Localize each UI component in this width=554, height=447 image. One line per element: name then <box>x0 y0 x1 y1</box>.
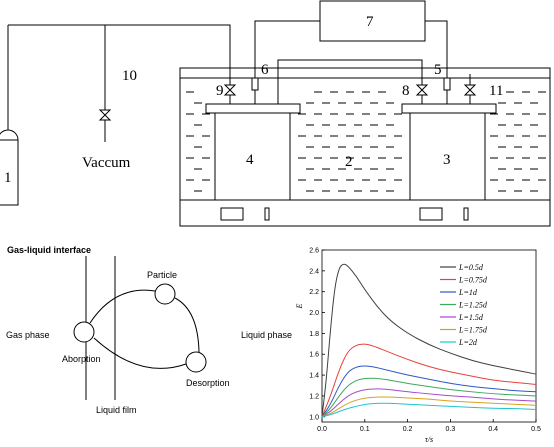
mechanism-diagram <box>73 256 207 400</box>
label-5: 5 <box>434 62 442 78</box>
series-line-1 <box>321 343 537 417</box>
particle-label: Particle <box>147 270 177 280</box>
gas-phase-label: Gas phase <box>6 330 50 340</box>
sensor-5 <box>443 77 451 91</box>
legend-label: L=0.75d <box>458 276 488 285</box>
water-fill <box>186 91 546 192</box>
label-7: 7 <box>366 14 374 30</box>
particle-circle <box>154 283 176 305</box>
label-9: 9 <box>216 83 224 99</box>
label-6: 6 <box>261 62 269 78</box>
valve-11 <box>463 84 477 96</box>
y-tick-label: 2.4 <box>309 268 319 275</box>
legend-label: L=0.5d <box>458 263 484 272</box>
legend-label: L=1.75d <box>458 326 488 335</box>
cell-3-lid <box>401 103 497 114</box>
valve-8 <box>415 84 429 96</box>
y-tick-label: 2.2 <box>309 289 319 296</box>
vacuum-label: Vaccum <box>82 155 131 171</box>
line-6 <box>254 20 320 104</box>
valve-9 <box>223 84 237 96</box>
label-10: 10 <box>122 68 137 84</box>
series-line-6 <box>321 402 537 418</box>
label-2: 2 <box>345 154 353 170</box>
arrow-aborption-particle <box>89 289 156 324</box>
series-line-3 <box>321 377 537 418</box>
label-4: 4 <box>246 152 254 168</box>
y-tick-label: 2.6 <box>309 248 319 255</box>
series-line-4 <box>321 388 537 418</box>
label-8: 8 <box>402 83 410 99</box>
x-tick-label: 0.1 <box>360 426 370 433</box>
x-tick-label: 0.4 <box>488 426 498 433</box>
cell-4 <box>214 112 291 201</box>
line-5 <box>425 20 448 104</box>
x-tick-label: 0.5 <box>531 426 541 433</box>
y-tick-label: 1.4 <box>309 373 319 380</box>
gas-cylinder <box>0 129 19 206</box>
x-tick-label: 0.0 <box>317 426 327 433</box>
chart: 0.0 0.1 0.2 0.3 0.4 0.5 1.0 1.2 1.4 1.6 1.8 2.0 2.2 2… <box>295 248 541 445</box>
label-1: 1 <box>4 170 12 186</box>
desorption-circle <box>185 351 207 373</box>
y-axis-label: E <box>295 303 304 309</box>
aborption-label: Aborption <box>62 354 101 364</box>
x-axis-label: τ/s <box>425 435 433 444</box>
series-line-5 <box>321 396 537 418</box>
label-3: 3 <box>443 152 451 168</box>
series-line-0 <box>321 263 537 417</box>
switch-left <box>264 207 270 221</box>
legend-label: L=1.25d <box>458 301 488 310</box>
y-tick-label: 1.8 <box>309 331 319 338</box>
box-7 <box>319 0 426 42</box>
x-tick-label: 0.2 <box>403 426 413 433</box>
water-bath <box>179 67 551 227</box>
desorption-label: Desorption <box>186 378 230 388</box>
label-11: 11 <box>489 83 503 99</box>
interface-title: Gas-liquid interface <box>7 245 91 255</box>
sensor-6 <box>251 77 259 91</box>
control-panel-left <box>220 207 244 221</box>
cell-3 <box>409 112 486 201</box>
switch-right <box>463 207 469 221</box>
legend-label: L=1d <box>458 288 478 297</box>
legend-label: L=1.5d <box>458 313 484 322</box>
y-tick-label: 2.0 <box>309 310 319 317</box>
apparatus-diagram <box>0 0 551 227</box>
cell-4-lid <box>205 103 301 114</box>
y-tick-label: 1.0 <box>309 414 319 421</box>
y-tick-label: 1.2 <box>309 393 319 400</box>
aborption-circle <box>73 321 95 343</box>
plot-frame <box>321 249 537 423</box>
control-panel-right <box>419 207 443 221</box>
liquid-phase-label: Liquid phase <box>241 330 292 340</box>
x-tick-label: 0.3 <box>446 426 456 433</box>
gas-line <box>8 24 231 104</box>
valve-10 <box>98 109 112 121</box>
series-line-2 <box>321 365 537 418</box>
arrow-desorption-aborption <box>93 337 187 369</box>
connecting-line <box>277 59 423 104</box>
liquid-film-label: Liquid film <box>96 405 137 415</box>
arrow-particle-desorption <box>174 297 200 353</box>
legend-label: L=2d <box>458 338 478 347</box>
y-tick-label: 1.6 <box>309 352 319 359</box>
